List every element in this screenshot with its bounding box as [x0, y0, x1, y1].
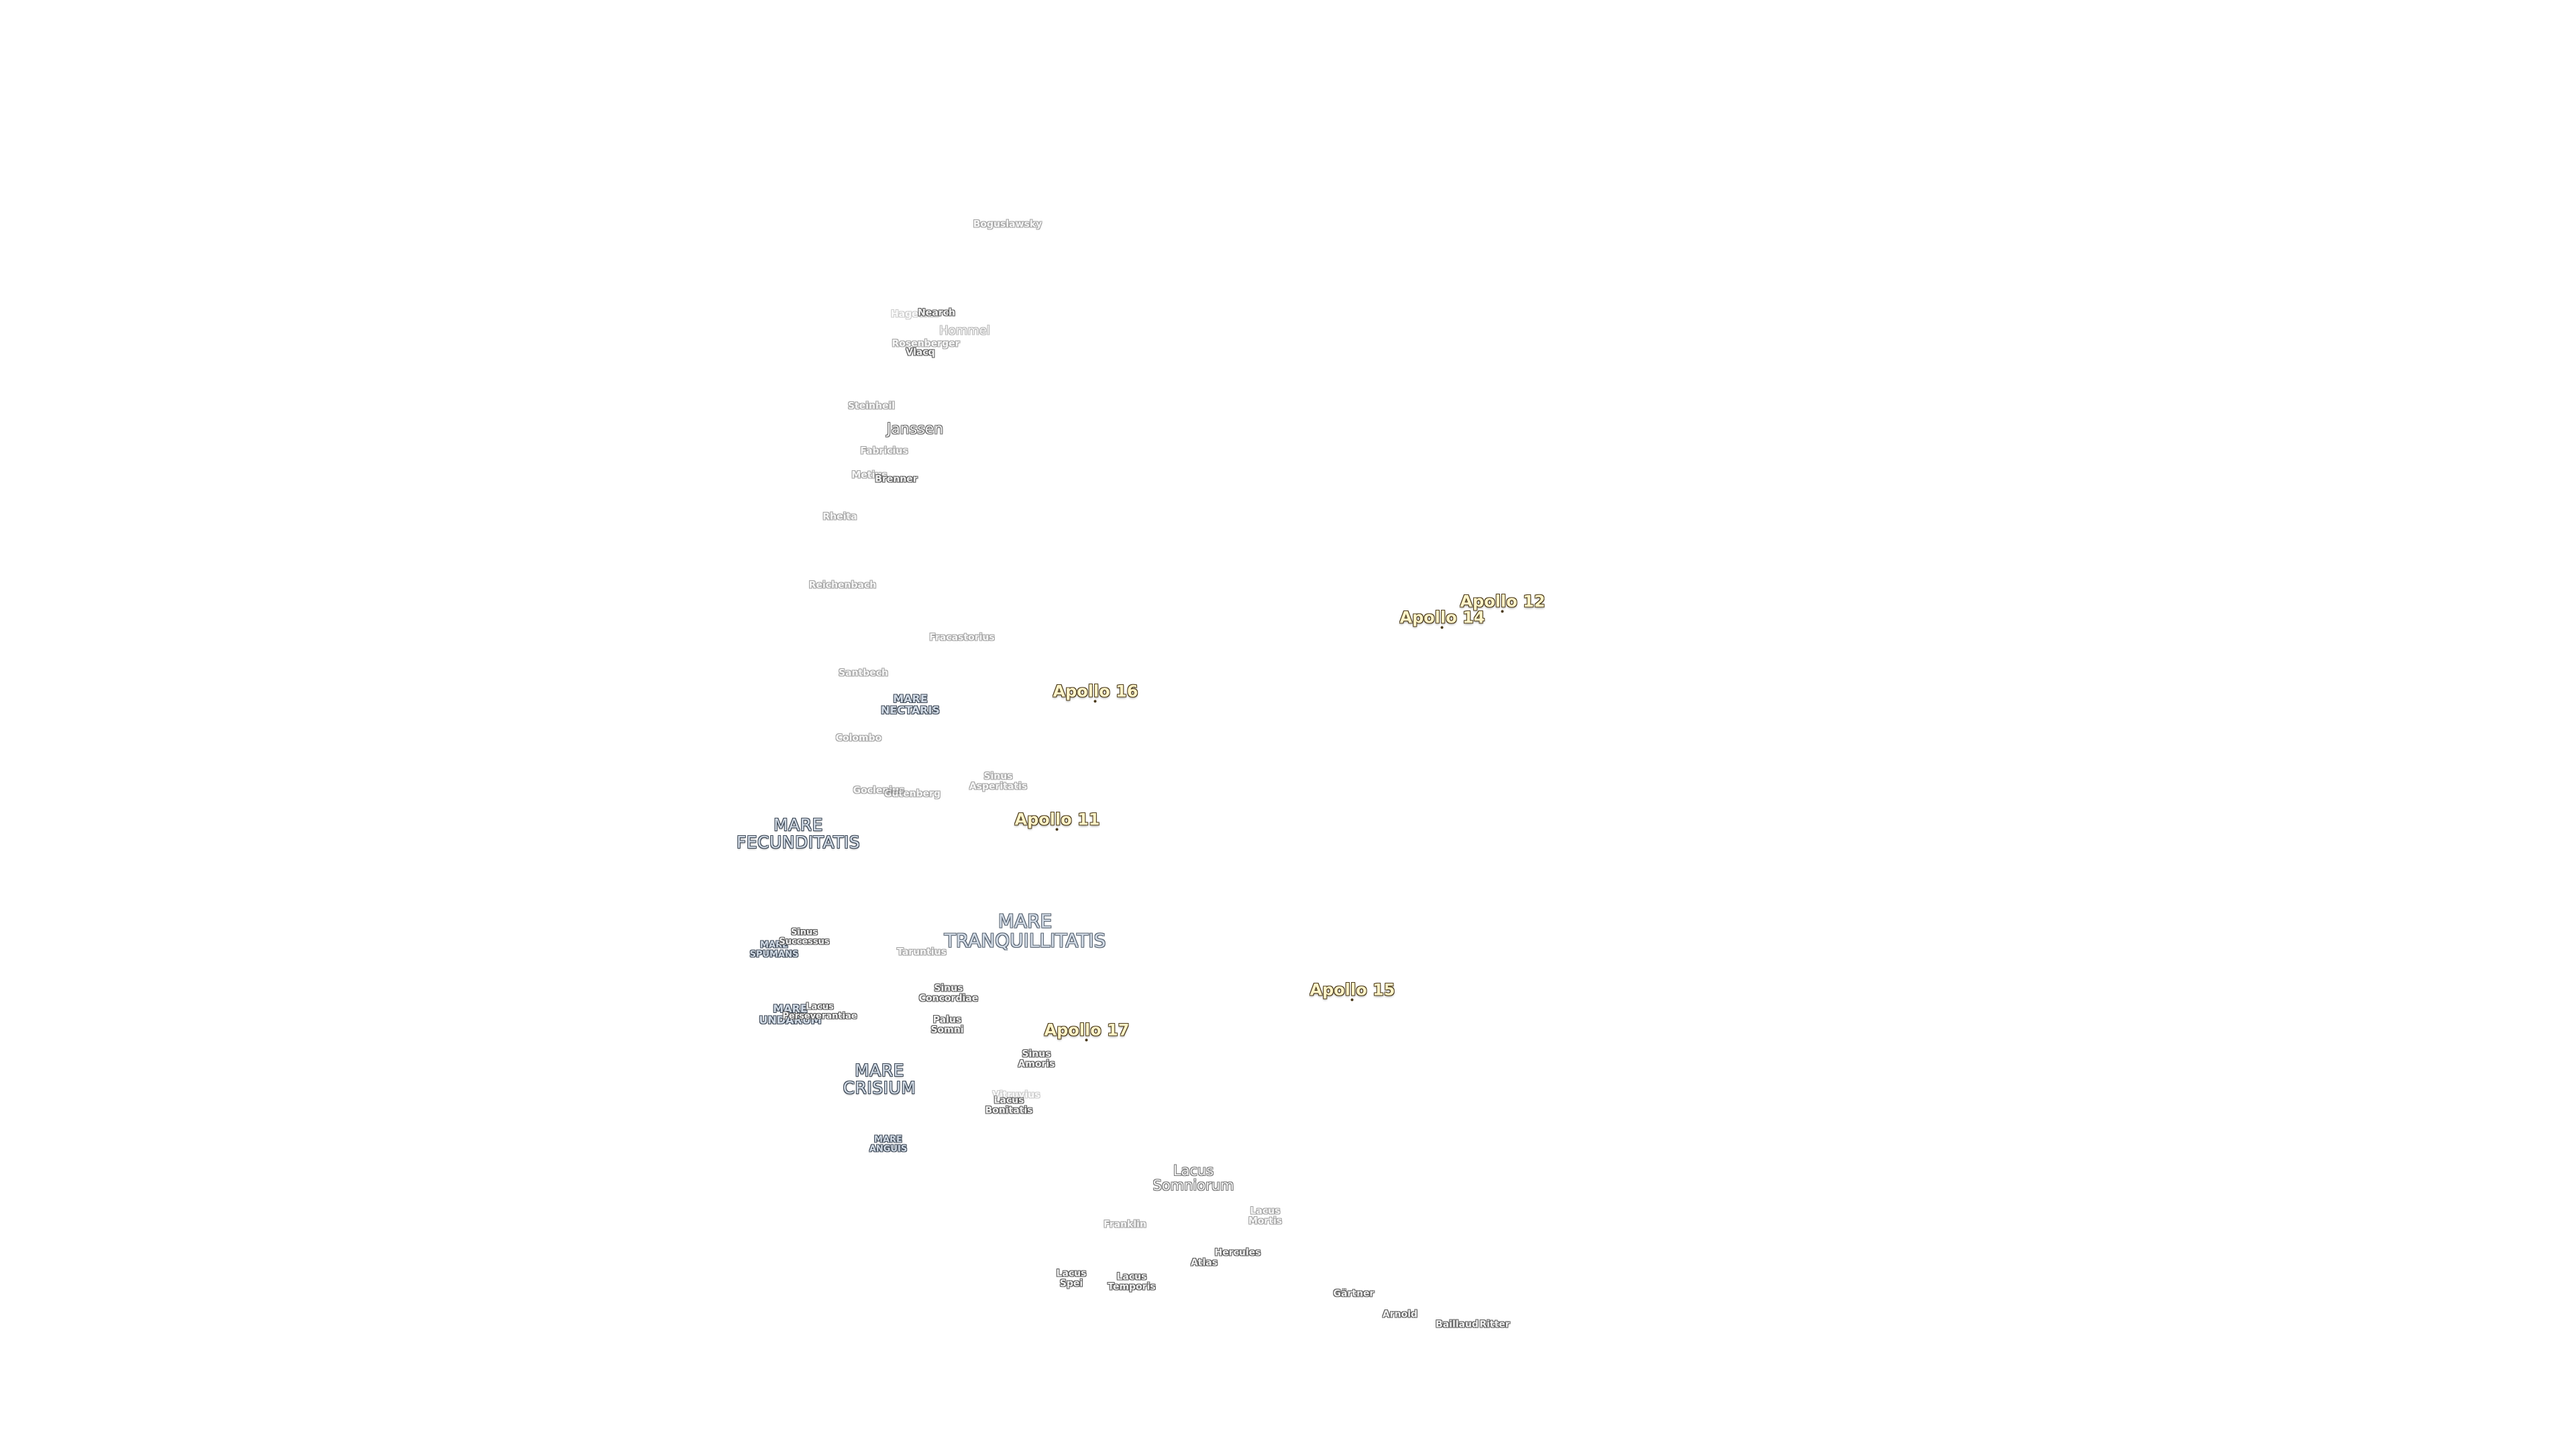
apollo-15-label[interactable]: Apollo 15 — [1310, 981, 1395, 1002]
crater-fabricius[interactable]: Fabricius — [860, 445, 908, 457]
apollo-17-label[interactable]: Apollo 17 — [1044, 1022, 1129, 1042]
apollo-12-marker — [1501, 610, 1504, 613]
apollo-12-label[interactable]: Apollo 12 — [1460, 593, 1545, 613]
apollo-16-marker — [1094, 700, 1097, 703]
crater-brenner[interactable]: Brenner — [875, 474, 918, 485]
crater-santbech[interactable]: Santbech — [839, 667, 888, 679]
crater-hercules[interactable]: Hercules — [1214, 1247, 1261, 1258]
crater-gutenberg[interactable]: Gutenberg — [883, 788, 941, 800]
crater-metius[interactable]: Metius — [851, 470, 888, 481]
crater-colombo[interactable]: Colombo — [835, 733, 882, 744]
crater-arnold[interactable]: Arnold — [1382, 1309, 1418, 1320]
crater-baillaud[interactable]: Baillaud — [1436, 1319, 1479, 1330]
apollo-15-marker — [1351, 998, 1354, 1002]
crater-gartner[interactable]: Gärtner — [1333, 1288, 1375, 1299]
crater-ritter[interactable]: Ritter — [1479, 1319, 1510, 1330]
crater-reichenbach[interactable]: Reichenbach — [808, 580, 877, 591]
crater-hagecius[interactable]: Hagecius — [890, 309, 940, 320]
crater-fracastorius[interactable]: Fracastorius — [929, 632, 995, 643]
crater-goclenius[interactable]: Goclenius — [853, 785, 905, 796]
apollo-16-label[interactable]: Apollo 16 — [1053, 683, 1138, 703]
apollo-14-marker — [1441, 626, 1444, 629]
crater-rheita[interactable]: Rheita — [822, 511, 857, 523]
apollo-11-marker — [1056, 828, 1059, 831]
crater-nearch[interactable]: Nearch — [918, 307, 955, 319]
apollo-14-label[interactable]: Apollo 14 — [1400, 609, 1485, 629]
crater-hommel[interactable]: Hommel — [939, 323, 990, 338]
apollo-17-marker — [1085, 1038, 1088, 1042]
crater-steinheil[interactable]: Steinheil — [847, 400, 896, 412]
crater-boguslawsky[interactable]: Boguslawsky — [973, 219, 1042, 230]
crater-vitruvius[interactable]: Vitruvius — [992, 1089, 1040, 1101]
crater-franklin[interactable]: Franklin — [1104, 1219, 1146, 1230]
apollo-11-label[interactable]: Apollo 11 — [1015, 811, 1099, 831]
crater-atlas[interactable]: Atlas — [1190, 1257, 1218, 1269]
crater-vlacq[interactable]: Vlacq — [906, 347, 935, 358]
crater-taruntius[interactable]: Taruntius — [897, 947, 947, 958]
crater-rosenberger[interactable]: Rosenberger — [892, 338, 960, 350]
crater-janssen[interactable]: Janssen — [886, 421, 944, 438]
